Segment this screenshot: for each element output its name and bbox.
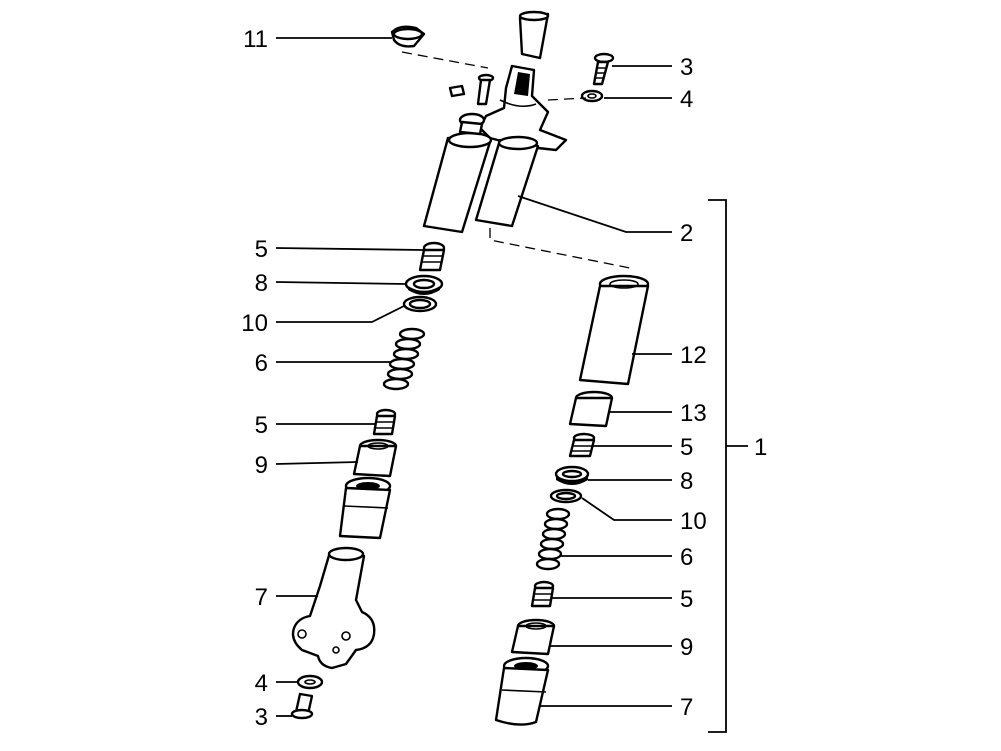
callout-5-right-bottom: 5 — [680, 586, 693, 613]
left-part-6-spring — [382, 327, 426, 391]
callout-4-bottom: 4 — [255, 670, 268, 697]
left-part-3-bottom-bolt — [290, 692, 314, 720]
assembly-line-cap — [401, 51, 489, 69]
callout-10-right: 10 — [680, 508, 707, 535]
left-part-5-top-bushing — [418, 241, 446, 272]
leader-lines — [275, 37, 748, 733]
callout-5-left-top: 5 — [255, 236, 268, 263]
callout-4-top: 4 — [680, 86, 693, 113]
left-stanchion-tube — [422, 112, 493, 234]
callout-1: 1 — [754, 434, 767, 461]
right-part-5-bottom-bushing — [530, 580, 555, 608]
assembly-line-tube-drop — [489, 228, 631, 269]
right-part-7-fork-slider — [494, 656, 550, 726]
callout-5-right-top: 5 — [680, 434, 693, 461]
part-2-stanchion-tube — [474, 135, 540, 228]
callout-8-right: 8 — [680, 468, 693, 495]
left-slider-upper — [338, 476, 392, 540]
right-part-12-tube — [578, 274, 650, 386]
callout-8-left: 8 — [255, 270, 268, 297]
left-part-10-ring — [402, 295, 438, 313]
callout-2: 2 — [680, 220, 693, 247]
callout-7-right: 7 — [680, 694, 693, 721]
callout-3-bottom: 3 — [255, 704, 268, 731]
callout-12: 12 — [680, 342, 707, 369]
left-part-4-bottom-washer — [296, 674, 324, 690]
callout-10-left: 10 — [241, 310, 268, 337]
left-part-7-fork-slider — [291, 546, 376, 670]
callout-6-left: 6 — [255, 350, 268, 377]
callout-11: 11 — [243, 26, 268, 53]
part-11-cap — [390, 25, 426, 48]
callout-13: 13 — [680, 400, 707, 427]
left-part-9-sleeve — [352, 438, 398, 478]
right-part-8-seal — [554, 465, 590, 485]
callout-7-left: 7 — [255, 584, 268, 611]
part-4-top-washer — [580, 89, 604, 103]
assembly-line-bolt — [547, 97, 587, 101]
small-bolt — [476, 73, 495, 106]
small-key — [448, 84, 466, 98]
right-part-10-ring — [549, 488, 583, 504]
callout-6-right: 6 — [680, 544, 693, 571]
part-3-top-bolt — [592, 52, 615, 86]
right-part-9-sleeve — [510, 618, 556, 656]
right-part-13-bush — [568, 390, 614, 428]
callout-3-top: 3 — [680, 54, 693, 81]
right-part-6-spring — [535, 507, 571, 571]
callout-5-left-bottom: 5 — [255, 412, 268, 439]
right-part-5-top-bushing — [568, 432, 596, 458]
left-part-8-seal — [404, 274, 444, 295]
callout-9-left: 9 — [255, 452, 268, 479]
callout-9-right: 9 — [680, 634, 693, 661]
left-part-5-bottom-bushing — [372, 408, 397, 436]
steering-stem-tube — [518, 10, 550, 60]
